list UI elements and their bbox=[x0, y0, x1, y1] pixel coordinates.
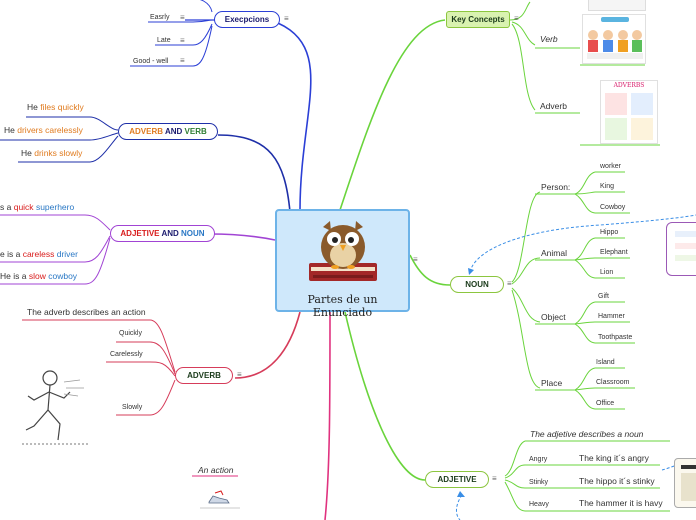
adverb-item-slowly[interactable]: Slowly bbox=[122, 404, 143, 411]
adjetive-label: ADJETIVE bbox=[437, 475, 477, 484]
noun-group-animal[interactable]: Animal bbox=[541, 248, 567, 258]
adverbs-card-title: ADVERBS bbox=[613, 82, 645, 89]
adjetive-and-noun-node[interactable]: ADJETIVE AND NOUN bbox=[110, 225, 215, 242]
noun-item-cowboy[interactable]: Cowboy bbox=[600, 204, 626, 211]
excepcion-item-good-well[interactable]: Good - well bbox=[133, 58, 169, 65]
noun-group-place[interactable]: Place bbox=[541, 378, 563, 388]
adjetive-sentence-heavy[interactable]: The hammer it is havy bbox=[579, 498, 663, 508]
noun-item-hippo[interactable]: Hippo bbox=[600, 229, 619, 236]
adjetive-menu-icon[interactable]: ≡ bbox=[492, 474, 497, 483]
noun-item-hammer[interactable]: Hammer bbox=[598, 313, 625, 320]
adverb-and-verb-label-adverb: ADVERB bbox=[129, 127, 164, 136]
central-node[interactable]: Partes de un Enunciado bbox=[275, 209, 410, 319]
adverb-label: ADVERB bbox=[187, 371, 221, 380]
key-concepts-label: Key Concepts bbox=[451, 15, 505, 24]
adverb-description[interactable]: The adverb describes an action bbox=[27, 307, 146, 317]
noun-linked-card bbox=[666, 222, 696, 276]
sentence-prefix: He is a bbox=[0, 271, 27, 281]
sentence-subject: He bbox=[21, 148, 32, 158]
verb-card-image bbox=[582, 14, 646, 64]
adjetive-and-noun-label-and: AND bbox=[161, 229, 179, 238]
adjetive-and-noun-label-noun: NOUN bbox=[181, 229, 205, 238]
noun-item-gift[interactable]: Gift bbox=[598, 293, 609, 300]
noun-item-island[interactable]: Island bbox=[596, 359, 615, 366]
sentence-adjetive: quick bbox=[13, 202, 34, 212]
action-shoe-icon bbox=[208, 490, 230, 504]
adverb-verb-sentence-1[interactable]: He files quickly bbox=[27, 103, 84, 112]
excepcions-menu-icon[interactable]: ≡ bbox=[284, 14, 289, 23]
sentence-adjetive: careless bbox=[22, 249, 55, 259]
adjetive-description[interactable]: The adjetive describes a noun bbox=[530, 429, 644, 439]
adverb-verb-sentence-2[interactable]: He drivers carelessly bbox=[4, 126, 83, 135]
key-concepts-menu-icon[interactable]: ≡ bbox=[514, 14, 519, 23]
sentence-colored: files quickly bbox=[40, 102, 84, 112]
action-label[interactable]: An action bbox=[198, 465, 234, 475]
excepcion-late-menu-icon[interactable]: ≡ bbox=[180, 36, 185, 45]
adjetive-noun-sentence-3[interactable]: He is a slow cowboy bbox=[0, 272, 77, 281]
adjetive-word-stinky[interactable]: Stinky bbox=[529, 479, 549, 486]
sentence-noun: driver bbox=[56, 249, 78, 259]
adverb-and-verb-node[interactable]: ADVERB AND VERB bbox=[118, 123, 218, 140]
excepcion-item-late[interactable]: Late bbox=[157, 37, 171, 44]
owl-illustration bbox=[309, 221, 377, 281]
noun-group-person[interactable]: Person: bbox=[541, 182, 571, 192]
noun-item-classroom[interactable]: Classroom bbox=[596, 379, 630, 386]
noun-item-worker[interactable]: worker bbox=[600, 163, 622, 170]
excepcions-node[interactable]: Execpcions bbox=[214, 11, 280, 28]
adverb-and-verb-label-and: AND bbox=[164, 127, 183, 136]
sentence-subject: He bbox=[4, 125, 15, 135]
noun-group-object[interactable]: Object bbox=[541, 312, 566, 322]
adverb-and-verb-label-verb: VERB bbox=[184, 127, 207, 136]
excepcion-good-well-menu-icon[interactable]: ≡ bbox=[180, 56, 185, 65]
key-concept-verb[interactable]: Verb bbox=[540, 34, 558, 44]
noun-label: NOUN bbox=[465, 280, 489, 289]
adverb-verb-sentence-3[interactable]: He drinks slowly bbox=[21, 149, 82, 158]
adverb-item-quickly[interactable]: Quickly bbox=[119, 330, 142, 337]
noun-item-king[interactable]: King bbox=[600, 183, 615, 190]
sentence-noun: superhero bbox=[35, 202, 75, 212]
adverb-node[interactable]: ADVERB bbox=[175, 367, 233, 384]
excepcions-label: Execpcions bbox=[224, 15, 270, 24]
noun-item-office[interactable]: Office bbox=[596, 400, 615, 407]
excepcion-item-early[interactable]: Easrly bbox=[150, 14, 170, 21]
key-concept-adverb[interactable]: Adverb bbox=[540, 101, 567, 111]
adjetive-noun-sentence-2[interactable]: e is a careless driver bbox=[0, 250, 78, 259]
adjetive-sentence-stinky[interactable]: The hippo it´s stinky bbox=[579, 476, 655, 486]
excepcion-early-menu-icon[interactable]: ≡ bbox=[180, 13, 185, 22]
sentence-colored: drinks slowly bbox=[34, 148, 83, 158]
adjetive-word-heavy[interactable]: Heavy bbox=[529, 501, 549, 508]
noun-node[interactable]: NOUN bbox=[450, 276, 504, 293]
adverbs-card-image: ADVERBS bbox=[600, 80, 658, 144]
sentence-prefix: e is a bbox=[0, 249, 21, 259]
noun-item-elephant[interactable]: Elephant bbox=[600, 249, 628, 256]
sentence-subject: He bbox=[27, 102, 38, 112]
adjetive-noun-sentence-1[interactable]: s a quick superhero bbox=[0, 203, 74, 212]
adjetive-sentence-angry[interactable]: The king it´s angry bbox=[579, 453, 649, 463]
adjetive-linked-card bbox=[674, 458, 696, 508]
sentence-adjetive: slow bbox=[28, 271, 46, 281]
adverb-menu-icon[interactable]: ≡ bbox=[237, 370, 242, 379]
sentence-colored: drivers carelessly bbox=[17, 125, 83, 135]
noun-menu-icon[interactable]: ≡ bbox=[507, 279, 512, 288]
adjetive-node[interactable]: ADJETIVE bbox=[425, 471, 489, 488]
central-title: Partes de un Enunciado bbox=[307, 293, 378, 319]
action-divider bbox=[200, 507, 240, 509]
sentence-noun: cowboy bbox=[48, 271, 78, 281]
adjetive-word-angry[interactable]: Angry bbox=[529, 456, 548, 463]
adverb-item-carelessly[interactable]: Carelessly bbox=[110, 351, 143, 358]
central-menu-icon[interactable]: ≡ bbox=[413, 255, 418, 264]
running-figure-image bbox=[22, 370, 88, 445]
sentence-prefix: s a bbox=[0, 202, 12, 212]
key-concepts-node[interactable]: Key Concepts bbox=[446, 11, 510, 28]
noun-item-toothpaste[interactable]: Toothpaste bbox=[598, 334, 633, 341]
key-concepts-top-card bbox=[588, 0, 646, 11]
adjetive-and-noun-label-adjetive: ADJETIVE bbox=[120, 229, 160, 238]
noun-item-lion[interactable]: Lion bbox=[600, 269, 614, 276]
